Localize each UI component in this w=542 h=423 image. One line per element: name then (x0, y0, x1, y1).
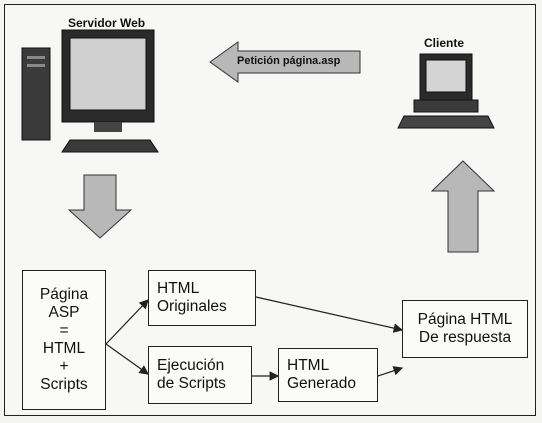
request-arrow-label: Petición página.asp (237, 55, 341, 67)
up-arrow (430, 160, 496, 253)
box-pagina-respuesta-text: Página HTML De respuesta (417, 311, 513, 346)
request-arrow (209, 41, 361, 83)
connector-asp-to-originales (105, 299, 149, 345)
box-ejecucion-scripts: Ejecución de Scripts (148, 346, 252, 404)
box-pagina-asp-text: Página ASP = HTML + Scripts (39, 286, 89, 393)
box-html-originales-text: HTML Originales (157, 280, 227, 315)
server-computer-icon (21, 29, 159, 153)
client-label: Cliente (424, 36, 465, 50)
client-computer-icon (397, 53, 495, 129)
box-html-generado-text: HTML Generado (287, 357, 356, 392)
box-pagina-respuesta: Página HTML De respuesta (402, 300, 528, 358)
connector-generado-to-respuesta (377, 366, 404, 377)
box-html-generado: HTML Generado (278, 348, 378, 402)
connector-originales-to-respuesta (255, 296, 404, 333)
box-pagina-asp: Página ASP = HTML + Scripts (22, 270, 106, 410)
down-arrow (67, 174, 133, 239)
box-html-originales: HTML Originales (148, 270, 256, 326)
box-ejecucion-scripts-text: Ejecución de Scripts (157, 357, 226, 392)
server-label: Servidor Web (68, 16, 146, 30)
connector-asp-to-ejecucion (105, 343, 149, 375)
